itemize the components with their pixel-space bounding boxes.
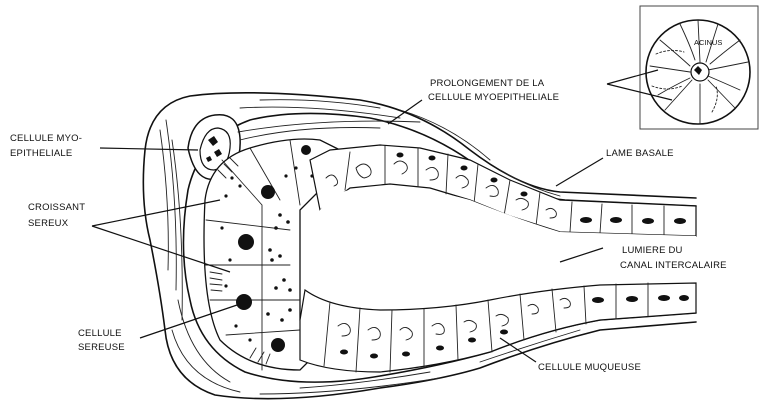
serous-nucleus [236,294,252,310]
label-myo-2: EPITHELIALE [10,148,72,159]
serous-nucleus [238,234,254,250]
label-lumiere-1: LUMIERE DU [622,245,683,256]
inset-acinus-overview: ACINUS [640,6,758,129]
serous-nucleus [261,185,275,199]
label-sereuse-2: SEREUSE [78,342,125,353]
label-prolongement-1: PROLONGEMENT DE LA [430,78,545,89]
label-prolongement-2: CELLULE MYOEPITHELIALE [428,92,559,103]
label-myo-1: CELLULE MYO- [10,133,82,144]
label-croissant-1: CROISSANT [28,202,85,213]
label-lame-basale: LAME BASALE [606,148,674,159]
serous-nucleus [301,145,311,155]
serous-nucleus [271,338,285,352]
label-sereuse-1: CELLULE [78,328,122,339]
inset-acinus-label: ACINUS [694,38,722,47]
label-croissant-2: SEREUX [28,218,69,229]
label-muqueuse: CELLULE MUQUEUSE [538,362,641,373]
label-lumiere-2: CANAL INTERCALAIRE [620,260,727,271]
